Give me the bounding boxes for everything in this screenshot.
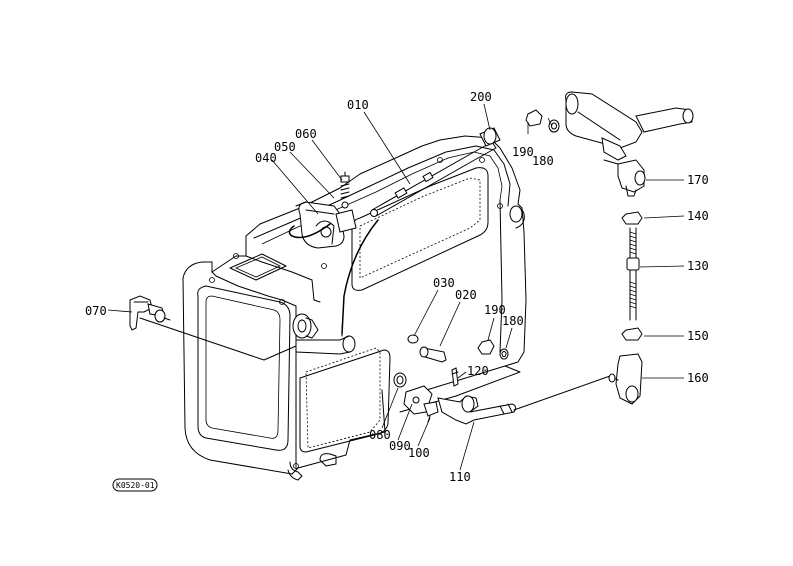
label-030: 030 bbox=[433, 276, 455, 290]
bracket-070 bbox=[129, 295, 297, 361]
label-050: 050 bbox=[274, 140, 296, 154]
part-labels: 010 200 190 180 060 050 040 070 030 020 … bbox=[85, 90, 709, 484]
label-180-upper: 180 bbox=[532, 154, 554, 168]
label-010: 010 bbox=[347, 98, 369, 112]
leader-lines bbox=[107, 103, 685, 471]
label-180-lower: 180 bbox=[502, 314, 524, 328]
label-100: 100 bbox=[408, 446, 430, 460]
stamp-text: K0520-01 bbox=[116, 481, 155, 490]
label-190-lower: 190 bbox=[484, 303, 506, 317]
label-120: 120 bbox=[467, 364, 489, 378]
drawing-id-stamp: K0520-01 bbox=[112, 478, 158, 492]
label-170: 170 bbox=[687, 173, 709, 187]
label-070: 070 bbox=[85, 304, 107, 318]
label-190-upper: 190 bbox=[512, 145, 534, 159]
label-160: 160 bbox=[687, 371, 709, 385]
label-200: 200 bbox=[470, 90, 492, 104]
label-040: 040 bbox=[255, 151, 277, 165]
label-150: 150 bbox=[687, 329, 709, 343]
label-110: 110 bbox=[449, 470, 471, 484]
label-090: 090 bbox=[389, 439, 411, 453]
label-020: 020 bbox=[455, 288, 477, 302]
transmission-housing bbox=[182, 135, 527, 481]
bushing-200 bbox=[479, 127, 501, 147]
label-060: 060 bbox=[295, 127, 317, 141]
label-080: 080 bbox=[369, 428, 391, 442]
shift-fork-assembly bbox=[288, 171, 357, 249]
external-linkage bbox=[525, 91, 694, 405]
internal-shift-linkage bbox=[288, 127, 501, 337]
label-130: 130 bbox=[687, 259, 709, 273]
label-140: 140 bbox=[687, 209, 709, 223]
lower-linkage bbox=[393, 334, 611, 425]
